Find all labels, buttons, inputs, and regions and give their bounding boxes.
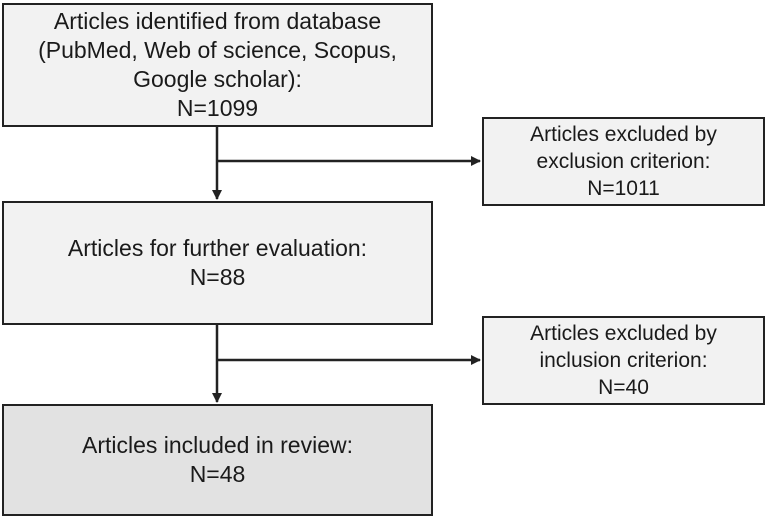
box-excl-inclusion-line-1: Articles excluded by bbox=[530, 322, 717, 345]
box-identified-line-3: Google scholar): bbox=[133, 66, 302, 92]
box-excl-exclusion-line-1: Articles excluded by bbox=[530, 123, 717, 146]
box-included-in-review: Articles included in review: N=48 bbox=[2, 404, 433, 516]
box-articles-identified: Articles identified from database (PubMe… bbox=[2, 3, 433, 127]
box-further-evaluation: Articles for further evaluation: N=88 bbox=[2, 201, 433, 325]
box-included-line-1: Articles included in review: bbox=[81, 432, 353, 458]
box-excluded-by-exclusion: Articles excluded by exclusion criterion… bbox=[482, 117, 765, 206]
box-evaluation-line-1: Articles for further evaluation: bbox=[67, 235, 368, 261]
box-included-count: N=48 bbox=[189, 461, 246, 487]
box-excl-inclusion-count: N=40 bbox=[598, 376, 649, 399]
box-excl-exclusion-count: N=1011 bbox=[587, 177, 660, 200]
box-excl-inclusion-line-2: inclusion criterion: bbox=[539, 349, 708, 372]
box-identified-line-2: (PubMed, Web of science, Scopus, bbox=[38, 37, 397, 63]
box-identified-line-1: Articles identified from database bbox=[53, 8, 382, 34]
box-excl-exclusion-line-2: exclusion criterion: bbox=[536, 150, 711, 173]
box-excluded-by-inclusion: Articles excluded by inclusion criterion… bbox=[482, 316, 765, 405]
box-identified-count: N=1099 bbox=[176, 95, 259, 121]
box-evaluation-count: N=88 bbox=[189, 264, 246, 290]
